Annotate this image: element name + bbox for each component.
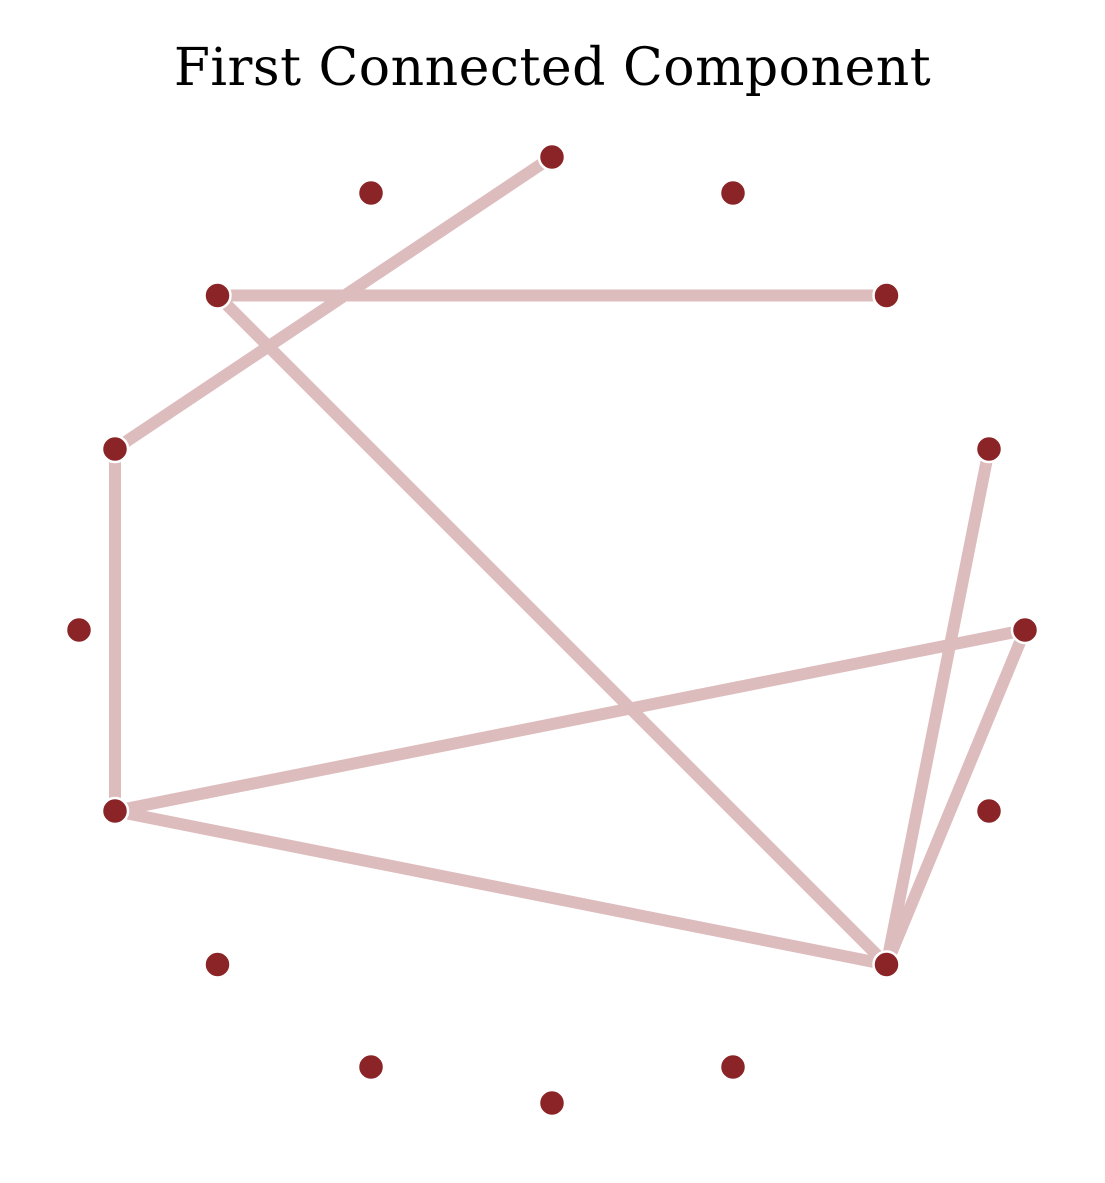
graph-node [537,142,567,172]
graph-edge [113,624,1027,817]
graph-node [356,1052,386,1082]
graph-edge [113,805,888,971]
graph-node [872,281,901,310]
graph-node [718,178,748,208]
graph-node [718,1052,748,1082]
graph-edge [111,152,556,454]
graph-node [100,796,130,826]
graph-node [203,950,232,979]
figure-title: First Connected Component [173,38,932,98]
graph-node [100,434,130,464]
graph-edge [880,447,995,966]
graph-node [974,796,1004,826]
graph-edge [880,627,1031,967]
graph-node [1010,615,1040,645]
graph-node [356,178,386,208]
graph-node [64,615,94,645]
graph-node [974,434,1004,464]
edges-layer [109,152,1031,971]
graph-edge [213,291,891,969]
nodes-layer [64,142,1040,1118]
graph-node [203,281,232,310]
graph-node [872,950,901,979]
graph-node [537,1088,567,1118]
